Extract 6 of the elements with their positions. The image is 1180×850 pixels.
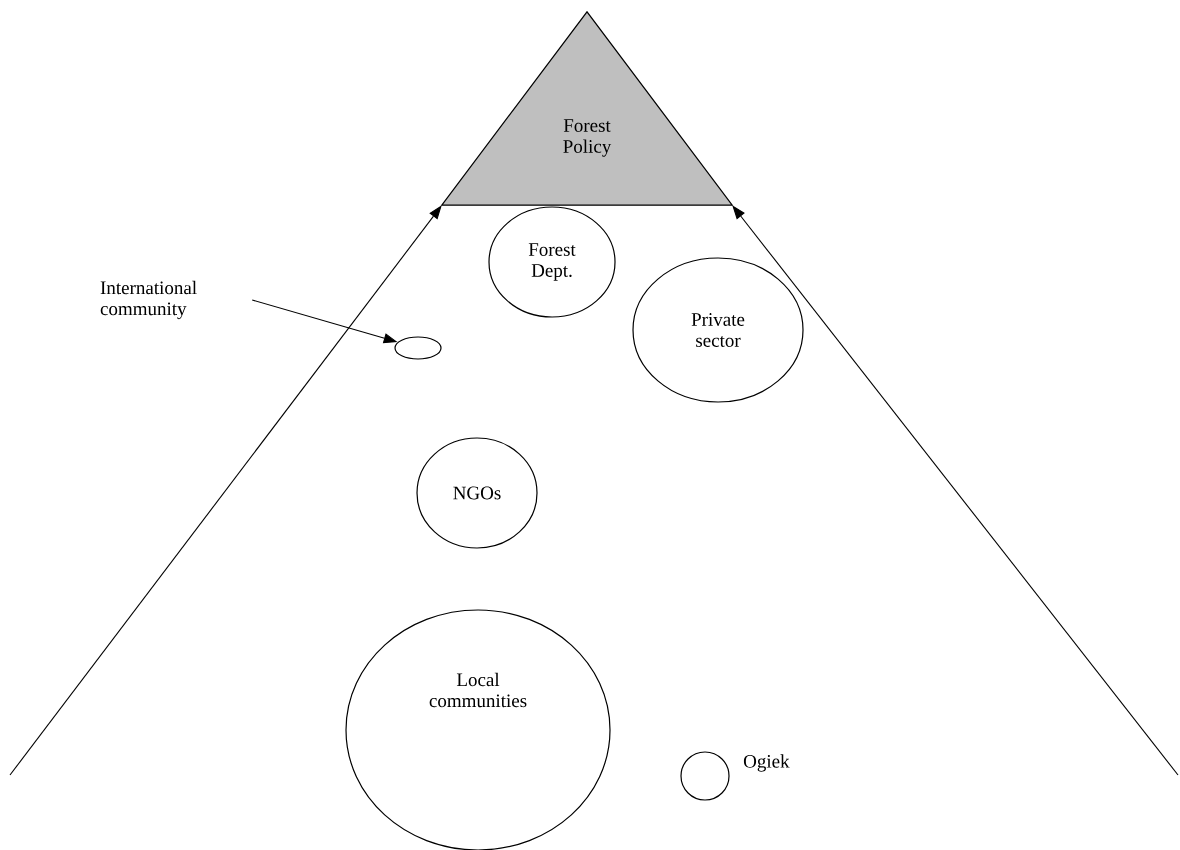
- circle: [680, 751, 730, 801]
- text-label: Ogiek: [743, 754, 790, 772]
- ellipse: [394, 336, 442, 360]
- arrow: [732, 205, 1179, 776]
- text-label: International community: [100, 280, 197, 320]
- arrow: [9, 205, 442, 776]
